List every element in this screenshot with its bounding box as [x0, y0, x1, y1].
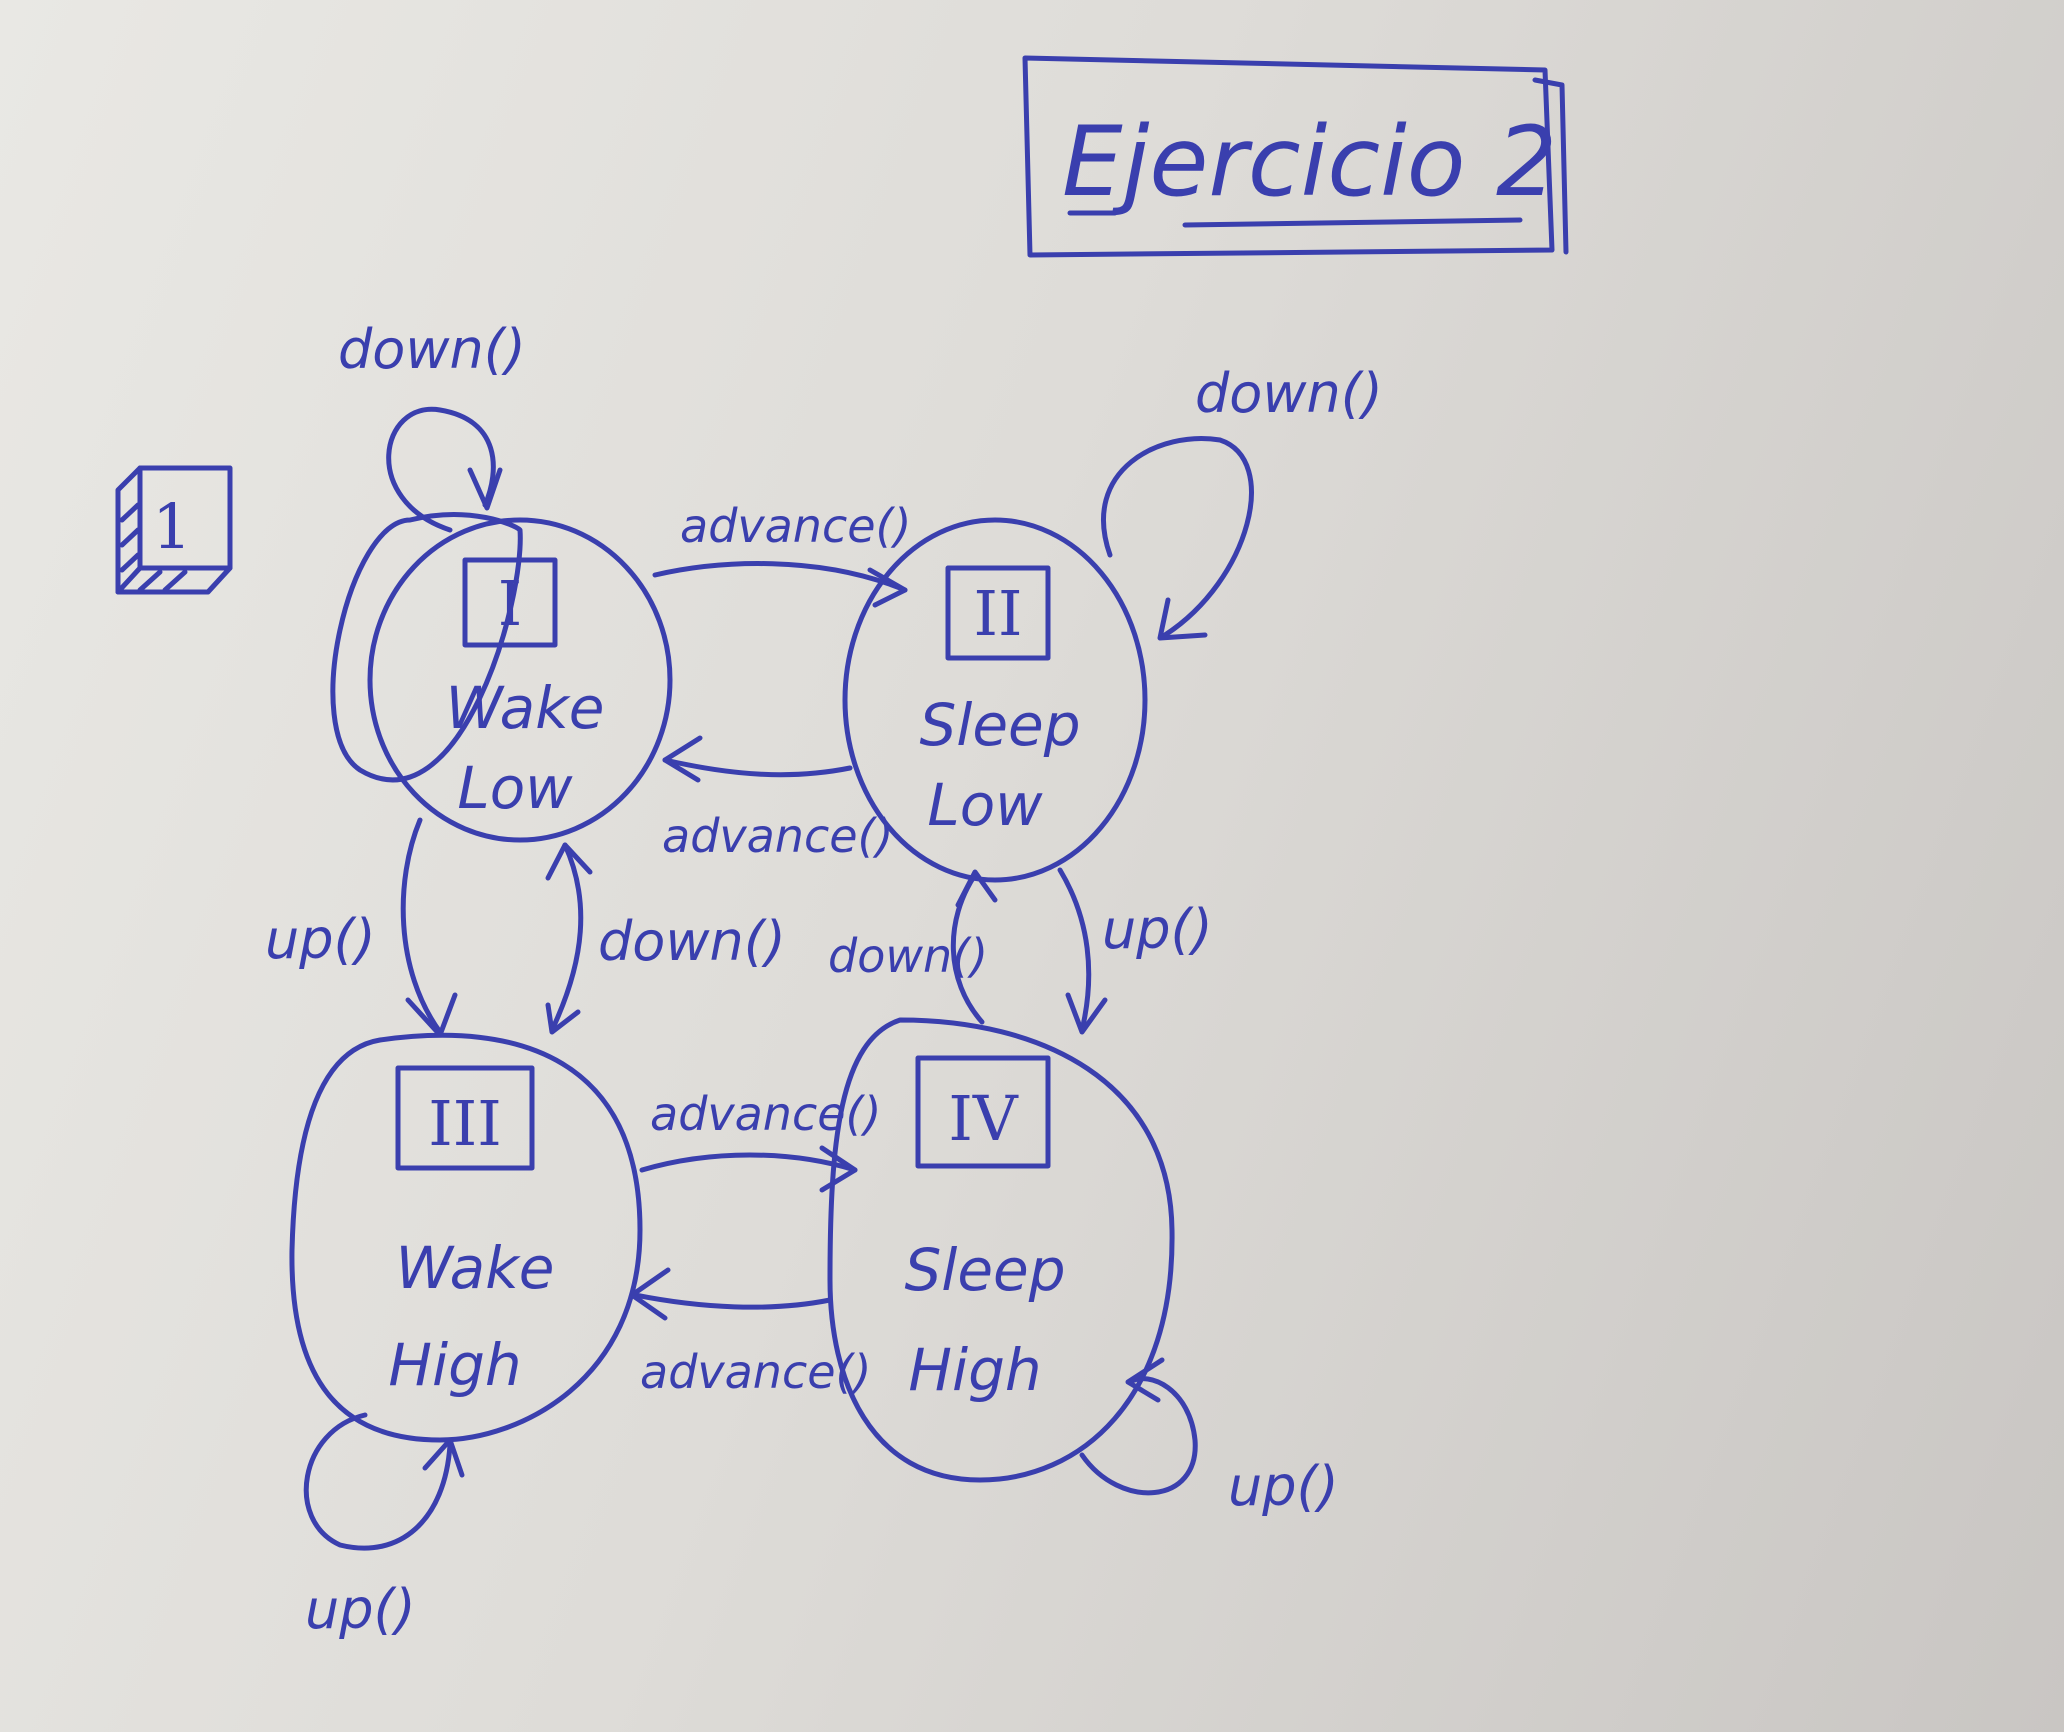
- transition-label: down(): [1195, 362, 1383, 425]
- transition-label: down(): [338, 318, 526, 381]
- transition-iv-to-iii-advance: advance(): [629, 1267, 871, 1399]
- state-label-line2: Low: [927, 771, 1043, 839]
- state-wake-low: I Wake Low: [330, 512, 673, 843]
- transition-iii-to-i-down: down(): [545, 842, 786, 1035]
- initial-marker-label: 1: [152, 490, 191, 563]
- transition-label: advance(): [640, 1345, 871, 1399]
- transition-ii-to-iv-up: up(): [1057, 867, 1213, 1035]
- transition-iii-to-iv-advance: advance(): [639, 1087, 881, 1193]
- state-label-line1: Wake: [446, 674, 605, 742]
- state-numeral: II: [974, 577, 1023, 650]
- state-label-line1: Sleep: [904, 1236, 1065, 1304]
- state-numeral: I: [498, 567, 523, 640]
- state-sleep-low: II Sleep Low: [842, 517, 1148, 883]
- title-box: Ejercicio 2: [1022, 55, 1569, 258]
- state-label-line2: Low: [457, 754, 573, 822]
- state-label-line2: High: [388, 1331, 521, 1399]
- transition-label: up(): [1102, 898, 1213, 961]
- title: Ejercicio 2: [1062, 106, 1557, 218]
- transition-i-to-ii-advance: advance(): [652, 499, 911, 608]
- state-label-line1: Wake: [396, 1234, 555, 1302]
- state-numeral: III: [428, 1087, 501, 1160]
- transition-iv-to-ii-down: down(): [828, 869, 998, 1025]
- state-label-line1: Sleep: [919, 691, 1080, 759]
- transition-i-to-iii-up: up(): [265, 817, 458, 1038]
- state-label-line2: High: [908, 1336, 1041, 1404]
- transition-label: advance(): [680, 499, 911, 553]
- initial-state-marker: 1: [115, 465, 233, 595]
- transition-label: down(): [598, 910, 786, 973]
- transition-label: advance(): [650, 1087, 881, 1141]
- transition-iv-self-up: up(): [1079, 1357, 1339, 1518]
- transition-label: up(): [1228, 1455, 1339, 1518]
- transition-label: up(): [265, 908, 376, 971]
- transition-i-self-down: down(): [338, 318, 526, 533]
- transition-label: down(): [828, 929, 988, 983]
- transition-label: up(): [305, 1578, 416, 1641]
- state-numeral: IV: [948, 1082, 1018, 1155]
- state-sleep-high: IV Sleep High: [827, 1017, 1175, 1483]
- transition-iii-self-up: up(): [303, 1412, 465, 1641]
- transition-label: advance(): [662, 809, 893, 863]
- transition-ii-to-i-advance: advance(): [662, 735, 893, 863]
- state-wake-high: III Wake High: [289, 1032, 643, 1443]
- transition-ii-self-down: down(): [1101, 362, 1383, 641]
